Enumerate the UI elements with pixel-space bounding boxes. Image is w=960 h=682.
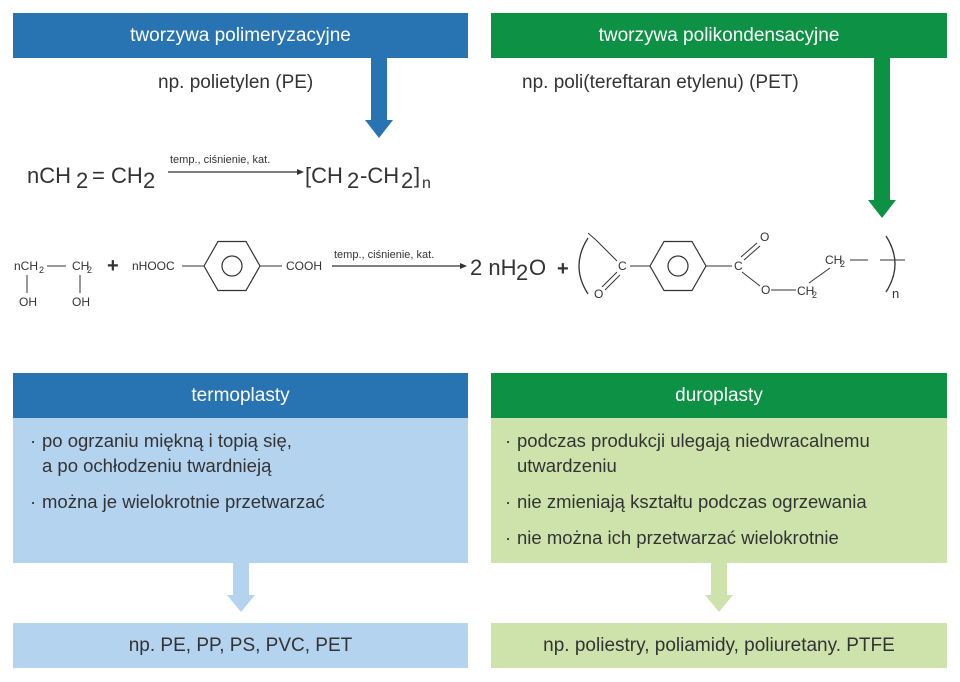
plus-sign-1: + — [107, 255, 119, 277]
polyethylene-n: n — [422, 175, 431, 192]
thermoplast-property-2-text: można je wielokrotnie przetwarzać — [42, 491, 325, 512]
acid-left-group: nHOOC — [132, 259, 175, 273]
ethylene-subscript1: 2 — [76, 168, 88, 193]
bullet-dot: · — [505, 491, 512, 512]
duroplasts-properties-panel: · podczas produkcji ulegają niedwracalne… — [491, 418, 947, 563]
polycondensation-plastics-header: tworzywa polikondensacyjne — [491, 13, 947, 58]
duroplast-down-arrow — [705, 563, 733, 612]
ester-ch2-high-sub: 2 — [840, 259, 845, 269]
glycol-left-ch: nCH — [14, 259, 38, 273]
thermoplast-property-1-line2: a po ochłodzeniu twardnieją — [42, 455, 272, 476]
blue-down-arrow — [365, 58, 393, 138]
duroplast-property-2-text: nie zmieniają kształtu podczas ogrzewani… — [517, 491, 867, 512]
acid-right-group: COOH — [286, 259, 322, 273]
thermoplast-down-arrow — [227, 563, 255, 612]
glycol-right-ch: CH — [72, 259, 89, 273]
polyethylene-sub2: 2 — [401, 168, 413, 193]
water-part2: O — [529, 255, 546, 280]
ester-ch2-low: CH — [797, 284, 814, 298]
ester-ch2-low-sub: 2 — [812, 290, 817, 300]
ester-n: n — [892, 286, 899, 301]
water-subscript: 2 — [516, 260, 528, 285]
polymerization-example: np. polietylen (PE) — [158, 72, 314, 93]
bullet-dot: · — [30, 491, 37, 512]
ester-bridge-o: O — [761, 283, 770, 297]
polyethylene-part1: [CH — [305, 163, 343, 188]
duroplast-property-1-line1: podczas produkcji ulegają niedwracalnemu — [517, 430, 870, 451]
duroplast-property-1-cont: utwardzeniu — [517, 454, 617, 478]
bullet-dot: · — [505, 527, 512, 548]
thermoplasts-properties-panel: · po ogrzaniu miękną i topią się, a po o… — [13, 418, 468, 563]
ethylene-formula-part1: nCH — [27, 163, 71, 188]
thermoplast-property-1-cont: a po ochłodzeniu twardnieją — [42, 454, 271, 478]
ester-carbonyl-o: O — [760, 230, 769, 244]
thermoplasts-examples: np. PE, PP, PS, PVC, PET — [13, 623, 468, 668]
glycol-left-oh: OH — [19, 295, 37, 309]
ester-right-c: C — [734, 259, 743, 273]
bullet-dot: · — [505, 430, 512, 451]
thermoplast-property-1-line1: po ogrzaniu miękną i topią się, — [42, 430, 292, 451]
duroplast-property-1-line2: utwardzeniu — [517, 455, 617, 476]
glycol-right-oh: OH — [72, 295, 90, 309]
ester-left-c: C — [618, 259, 627, 273]
duroplasts-examples: np. poliestry, poliamidy, poliuretany. P… — [491, 623, 947, 668]
duroplast-property-3-text: nie można ich przetwarzać wielokrotnie — [517, 527, 839, 548]
reaction1-condition: temp., ciśnienie, kat. — [170, 154, 270, 166]
polycondensation-example: np. poli(tereftaran etylenu) (PET) — [522, 72, 799, 93]
ethylene-formula-part2: = CH — [92, 163, 143, 188]
duroplasts-header: duroplasty — [491, 373, 947, 418]
glycol-left-sub: 2 — [39, 265, 44, 275]
plus-sign-2: + — [557, 258, 569, 280]
polyethylene-close: ] — [414, 163, 420, 188]
ester-left-o: O — [594, 287, 603, 301]
polyethylene-part2: -CH — [360, 163, 399, 188]
reaction2-condition: temp., ciśnienie, kat. — [334, 249, 434, 261]
green-down-arrow — [868, 58, 896, 218]
pet-polycondensation-equation: nCH 2 CH 2 OH OH + nHOOC COOH temp., ciś… — [14, 230, 905, 309]
thermoplasts-header: termoplasty — [13, 373, 468, 418]
ester-ch2-high: CH — [825, 253, 842, 267]
polyethylene-sub1: 2 — [347, 168, 359, 193]
ethylene-polymerization-equation: nCH 2 = CH 2 temp., ciśnienie, kat. [CH … — [27, 154, 431, 193]
glycol-right-sub: 2 — [87, 265, 92, 275]
bullet-dot: · — [30, 430, 37, 451]
water-part1: 2 nH — [470, 255, 516, 280]
polymerization-plastics-header: tworzywa polimeryzacyjne — [13, 13, 468, 58]
ethylene-subscript2: 2 — [143, 168, 155, 193]
